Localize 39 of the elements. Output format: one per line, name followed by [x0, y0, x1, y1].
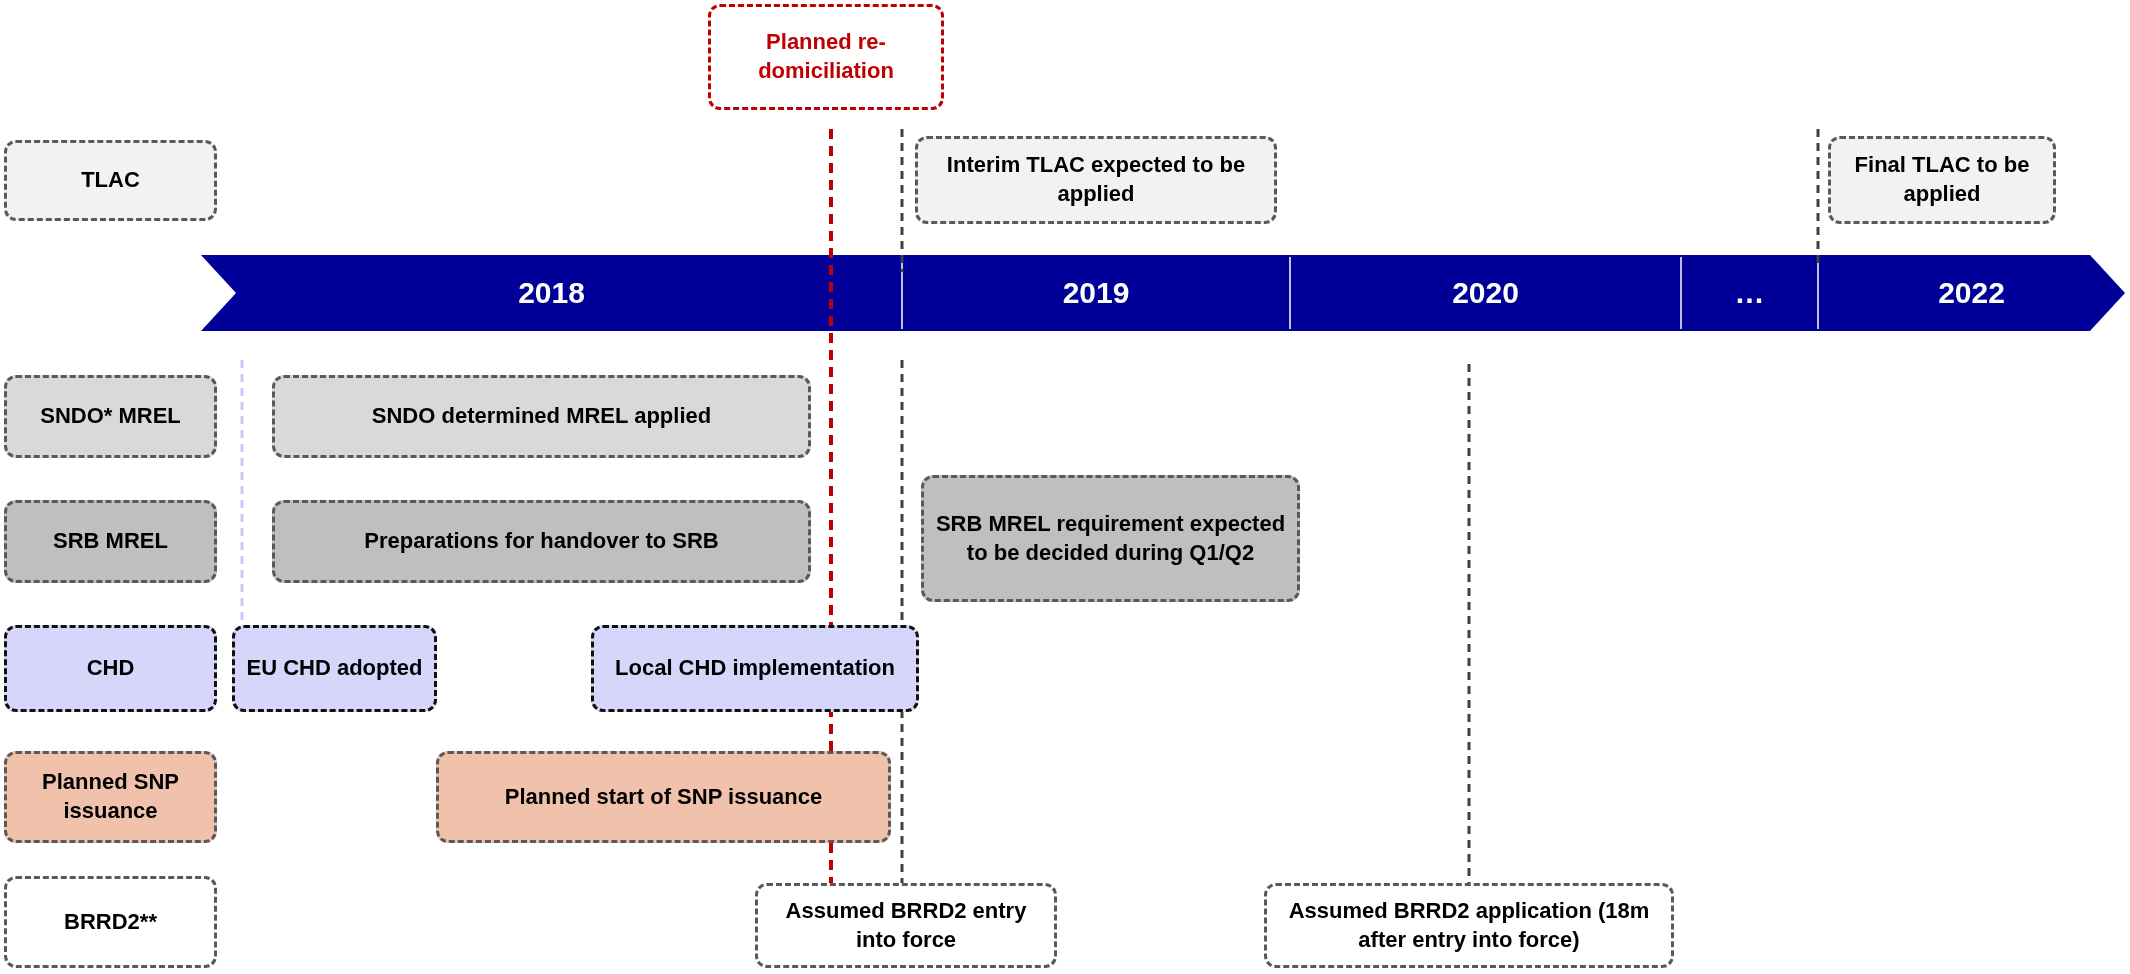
box-label: Interim TLAC expected to be applied	[945, 151, 1247, 208]
box-label: SNDO determined MREL applied	[371, 402, 712, 431]
dashed-label-box	[272, 375, 811, 458]
box-label: Assumed BRRD2 entry into force	[784, 896, 1028, 954]
box-label: CHD	[86, 654, 135, 683]
box-label: Local CHD implementation	[615, 654, 895, 683]
year-label: 2020	[1452, 276, 1519, 310]
box-label: Assumed BRRD2 application (18m after entry into force)	[1287, 896, 1651, 954]
dashed-label-box	[4, 876, 217, 968]
box-label: SNDO* MREL	[40, 402, 181, 431]
dashed-label-box	[272, 500, 811, 583]
box-label: EU CHD adopted	[246, 654, 423, 683]
dashed-label-box	[921, 475, 1300, 602]
box-label: BRRD2**	[64, 907, 157, 936]
box-label: SRB MREL	[53, 527, 168, 556]
box-label: Planned SNP issuance	[41, 768, 180, 825]
box-label: SRB MREL requirement expected to be decided during Q1/Q2	[934, 509, 1287, 567]
dashed-label-box	[4, 375, 217, 458]
dashed-label-box	[1828, 136, 2056, 224]
dashed-label-box	[232, 625, 437, 712]
box-label: Planned start of SNP issuance	[504, 782, 823, 811]
box-label: TLAC	[81, 166, 140, 195]
dashed-label-box	[1264, 883, 1674, 968]
dashed-label-box	[4, 625, 217, 712]
dashed-label-box	[755, 883, 1057, 968]
box-label: Planned re-domiciliation	[757, 28, 895, 85]
dashed-label-box	[4, 751, 217, 843]
dashed-label-box	[591, 625, 919, 712]
year-label: …	[1734, 276, 1765, 310]
dashed-label-box	[436, 751, 891, 843]
year-label: 2022	[1938, 276, 2005, 310]
year-label: 2019	[1062, 276, 1130, 310]
box-label: Preparations for handover to SRB	[364, 527, 719, 556]
dashed-label-box	[4, 500, 217, 583]
dashed-label-box	[708, 4, 944, 110]
box-label: Final TLAC to be applied	[1853, 151, 2031, 208]
dashed-label-box	[915, 136, 1277, 224]
year-label: 2018	[518, 276, 585, 310]
dashed-label-box	[4, 140, 217, 221]
